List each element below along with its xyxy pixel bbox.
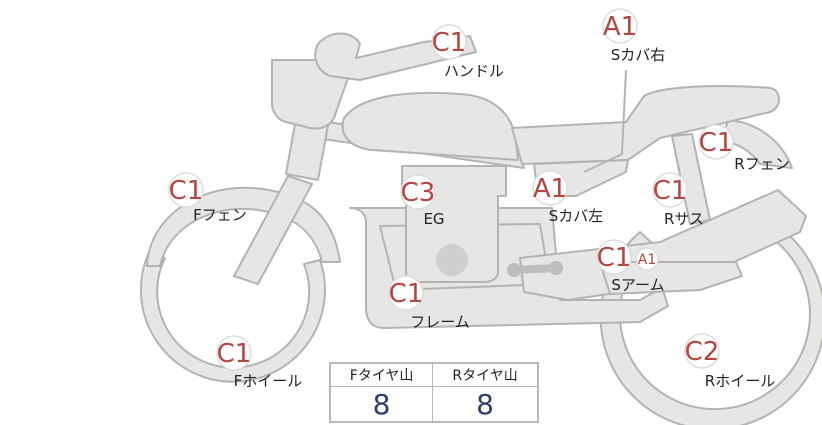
svg-text:C1: C1 [432, 28, 467, 58]
side-cover-right-leader [583, 69, 627, 173]
svg-text:フレーム: フレーム [410, 313, 470, 331]
svg-text:C1: C1 [597, 243, 632, 273]
svg-text:Fホイール: Fホイール [234, 372, 303, 390]
svg-text:A1: A1 [603, 12, 637, 42]
front-tread-value: 8 [329, 386, 434, 423]
part-marker-swing-arm[interactable]: C1 A1 Sアーム [596, 239, 665, 294]
part-marker-front-wheel[interactable]: C1 Fホイール [216, 335, 303, 390]
rear-tread-header: Rタイヤ山 [432, 362, 539, 387]
svg-text:ハンドル: ハンドル [444, 62, 504, 80]
part-marker-rear-wheel[interactable]: C2 Rホイール [684, 333, 776, 390]
part-marker-frame[interactable]: C1 フレーム [388, 275, 470, 331]
svg-text:Sカバ右: Sカバ右 [611, 46, 666, 64]
swing-arm-lower-shape[interactable] [599, 261, 743, 295]
swing-arm-shape[interactable] [519, 189, 807, 301]
part-marker-front-fender[interactable]: C1 Fフェン [168, 172, 247, 224]
svg-text:Rサス: Rサス [664, 210, 704, 228]
svg-text:C3: C3 [401, 178, 436, 208]
svg-text:EG: EG [423, 210, 444, 228]
svg-text:Sアーム: Sアーム [611, 276, 664, 294]
part-marker-rear-suspension[interactable]: C1 Rサス [652, 172, 704, 228]
svg-text:Rフェン: Rフェン [734, 155, 789, 173]
tire-tread-table: Fタイヤ山 Rタイヤ山 8 8 [329, 362, 539, 423]
svg-text:C2: C2 [685, 337, 720, 367]
pivot-bolt-right [549, 261, 563, 275]
pivot-bolt-left [507, 263, 521, 277]
svg-text:A1: A1 [533, 174, 567, 204]
svg-text:C1: C1 [169, 176, 204, 206]
front-tread-header: Fタイヤ山 [329, 362, 434, 387]
pivot-bar [510, 264, 560, 274]
part-marker-side-cover-right[interactable]: A1 Sカバ右 [602, 8, 666, 64]
part-marker-handle[interactable]: C1 ハンドル [431, 24, 504, 80]
svg-text:C1: C1 [653, 176, 688, 206]
svg-text:C1: C1 [699, 128, 734, 158]
part-marker-rear-fender[interactable]: C1 Rフェン [698, 124, 790, 173]
svg-text:A1: A1 [638, 252, 656, 268]
fuel-tank-shape[interactable] [341, 91, 519, 161]
svg-text:Fフェン: Fフェン [193, 206, 247, 224]
svg-text:C1: C1 [217, 339, 252, 369]
svg-text:C1: C1 [389, 279, 424, 309]
part-marker-engine[interactable]: C3 EG [400, 174, 445, 228]
seat-shape[interactable] [511, 85, 780, 165]
svg-text:Rホイール: Rホイール [705, 372, 775, 390]
motorcycle-illustration [139, 32, 822, 425]
engine-case-circle [436, 244, 468, 276]
part-marker-side-cover-left[interactable]: A1 Sカバ左 [532, 170, 604, 225]
rear-tread-value: 8 [432, 386, 539, 423]
svg-text:Sカバ左: Sカバ左 [549, 207, 604, 225]
rear-wheel-shape[interactable] [599, 220, 822, 425]
front-fork-shape[interactable] [233, 175, 313, 285]
